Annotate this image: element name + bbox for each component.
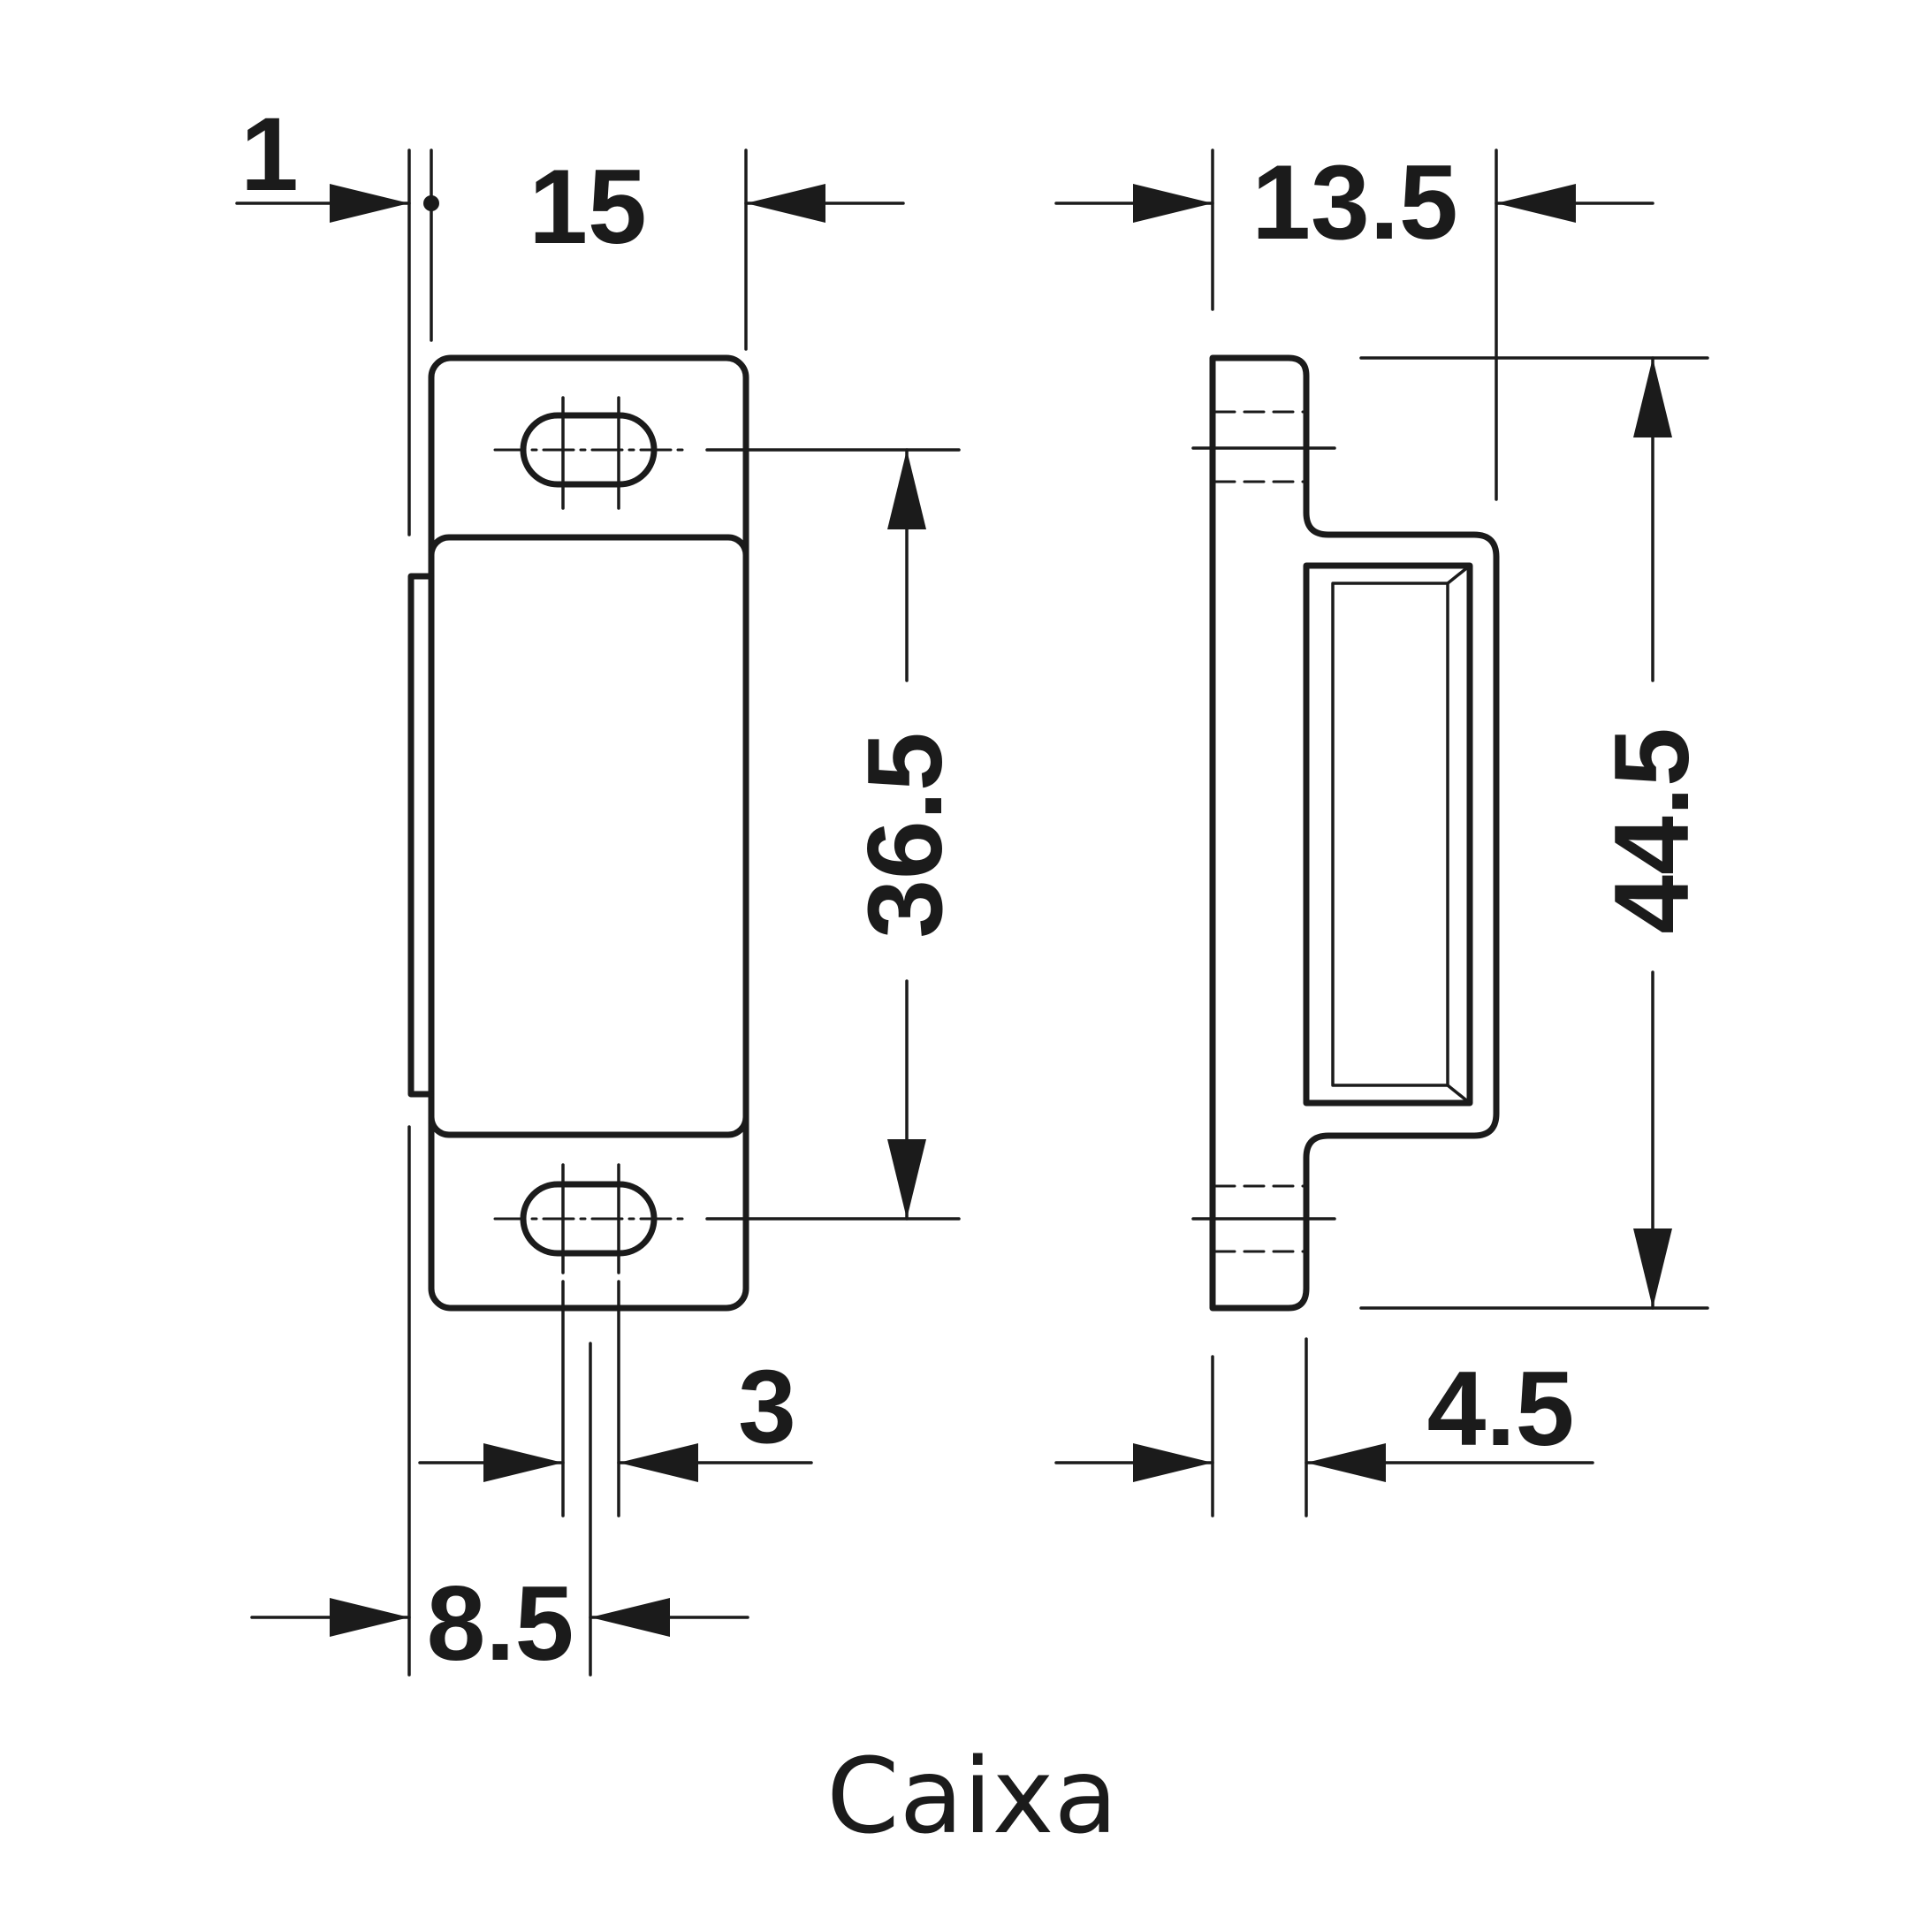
- dim-height-side-label: 44.5: [1593, 727, 1711, 934]
- front-housing-outline: [428, 534, 749, 1138]
- side-profile-outline: [1209, 354, 1500, 1312]
- dim-width-side-label: 13.5: [1251, 143, 1458, 262]
- dim-slot-width-label: 3: [738, 1349, 796, 1465]
- dim-width-front-label: 15: [529, 148, 646, 266]
- side-cavity-inner: [1331, 582, 1449, 1087]
- dim-edge-to-hole-label: 8.5: [427, 1564, 574, 1683]
- dim-flange-thickness-label: 4.5: [1427, 1350, 1575, 1468]
- dim-flange-thickness: 4.5: [1054, 1337, 1594, 1517]
- dim-edge-to-hole: 8.5: [250, 1564, 749, 1683]
- front-view: [407, 354, 749, 1312]
- dim-width-front: 1 15: [235, 96, 905, 536]
- caption: Caixa: [826, 1735, 1118, 1857]
- dim-hole-spacing: 36.5: [705, 448, 964, 1221]
- dim-width-side: 13.5: [1054, 143, 1654, 501]
- dim-height-side: 44.5: [1359, 356, 1711, 1310]
- front-plate-outline: [428, 354, 749, 1312]
- side-cavity-outer: [1303, 562, 1473, 1107]
- side-view: [1191, 354, 1500, 1312]
- front-step-edge: [407, 573, 435, 1098]
- dim-slot-width: 3: [407, 1125, 813, 1677]
- dim-gap-front-label: 1: [240, 96, 299, 213]
- dim-hole-spacing-label: 36.5: [846, 732, 964, 939]
